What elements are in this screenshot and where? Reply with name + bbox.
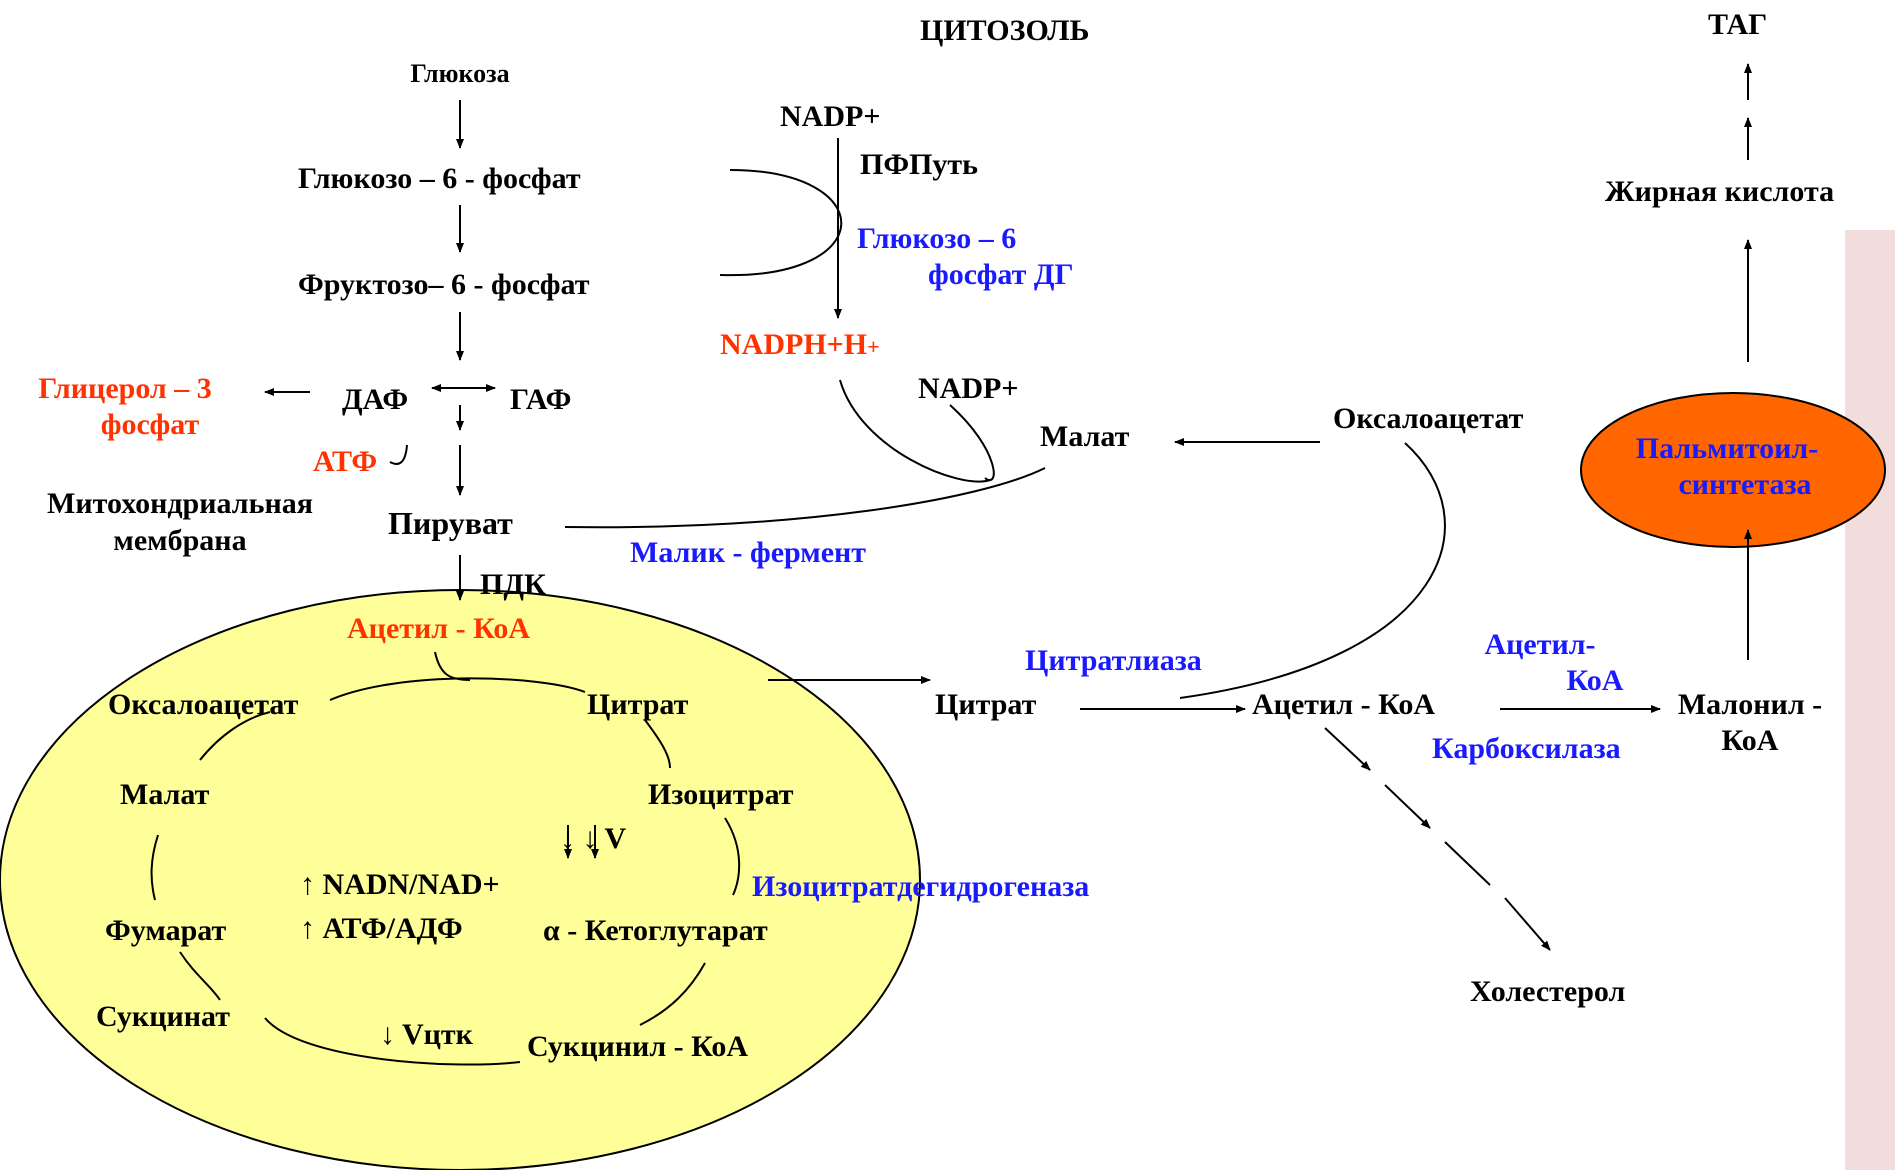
- malonyl-label-line1: Малонил -: [1677, 688, 1823, 721]
- cytosol-label: ЦИТОЗОЛЬ: [920, 14, 1090, 47]
- oxaloacetate-cytosol-label: Оксалоацетат: [1333, 402, 1524, 435]
- tca-fumarate-label: Фумарат: [105, 914, 227, 947]
- tca-succinylcoa-label: Сукцинил - КоА: [527, 1030, 749, 1063]
- tca-malate-label: Малат: [120, 778, 210, 811]
- tca-akg-label: α - Кетоглутарат: [543, 914, 768, 947]
- curve-acetyl-entry: [434, 651, 471, 681]
- acetyl-coa-cytosol-label: Ацетил - КоА: [1252, 688, 1436, 721]
- tca-nadh-ratio-label: ↑ NADN/NAD+: [300, 868, 500, 901]
- glycerol3p-label-line1: Глицерол – 3: [38, 372, 212, 405]
- nadph-label: NADPH+H+: [720, 328, 880, 361]
- decorative-right-edge: [1845, 230, 1895, 1170]
- mito-membrane-line1: Митохондриальная: [47, 487, 313, 520]
- tca-isocitrate-label: Изоцитрат: [648, 778, 794, 811]
- arc-akg-succinylcoa: [639, 962, 706, 1026]
- g6pdh-label-line1: Глюкозо – 6: [857, 222, 1017, 255]
- tca-succinate-label: Сукцинат: [96, 1000, 231, 1033]
- mito-membrane-line2: мембрана: [113, 524, 247, 557]
- arrow-chol-seg1: [1324, 727, 1371, 771]
- nadph-sub: +: [867, 334, 880, 359]
- daf-label: ДАФ: [342, 383, 409, 416]
- pdk-label: ПДК: [480, 568, 546, 601]
- f6p-label: Фруктозо– 6 - фосфат: [298, 268, 590, 301]
- tca-icdh-label: Изоцитратдегидрогеназа: [752, 870, 1090, 903]
- arrow-chol-seg2: [1384, 784, 1431, 829]
- tca-v-down-label: ↓ ↓ V: [560, 822, 627, 855]
- arc-malate-oxaloacetate: [199, 711, 271, 761]
- malate-cytosol-label: Малат: [1040, 420, 1130, 453]
- nadph-text: NADPH+H: [720, 328, 868, 361]
- arc-citrate-isocitrate: [644, 719, 671, 769]
- synthase-label-line2: синтетаза: [1678, 468, 1812, 501]
- citrate-lyase-label: Цитратлиаза: [1025, 644, 1202, 677]
- tca-citrate-label: Цитрат: [587, 688, 689, 721]
- arrow-chol-seg4: [1504, 897, 1551, 951]
- tag-label: ТАГ: [1708, 8, 1768, 41]
- citrate-cytosol-label: Цитрат: [935, 688, 1037, 721]
- glucose-label: Глюкоза: [410, 59, 510, 88]
- synthase-label-line1: Пальмитоил-: [1635, 432, 1819, 465]
- carboxylase-label: Карбоксилаза: [1432, 732, 1621, 765]
- arc-fumarate-succinate: [179, 951, 221, 1001]
- acc-label-line2: КоА: [1566, 664, 1624, 697]
- malonyl-label-line2: КоА: [1721, 724, 1779, 757]
- arc-malate-fumarate: [150, 834, 159, 901]
- tca-atp-ratio-label: ↑ АТФ/АДФ: [300, 912, 463, 945]
- arc-isocitrate-akg: [724, 817, 741, 896]
- glycerol3p-label-line2: фосфат: [100, 408, 200, 441]
- curve-nadph-malate: [839, 379, 991, 483]
- arc-oxaloacetate-citrate: [329, 677, 586, 701]
- curve-g6p-ppp: [719, 169, 843, 277]
- tca-vtca-label: ↓ Vцтк: [380, 1018, 473, 1051]
- arc-succinate-succinylcoa: [264, 1017, 521, 1066]
- tca-oxaloacetate-label: Оксалоацетат: [108, 688, 299, 721]
- cholesterol-label: Холестерол: [1470, 975, 1626, 1008]
- acc-label-line1: Ацетил-: [1484, 628, 1596, 661]
- line-malate-pyruvate: [564, 467, 1046, 529]
- malic-enzyme-label: Малик - фермент: [630, 536, 867, 569]
- g6p-label: Глюкозо – 6 - фосфат: [298, 162, 581, 195]
- g6pdh-label-line2: фосфат ДГ: [928, 258, 1074, 291]
- curve-oxaloacetate-citrate: [1179, 442, 1446, 699]
- curve-atf: [389, 444, 408, 465]
- fatty-acid-label: Жирная кислота: [1605, 175, 1835, 208]
- pyruvate-label: Пируват: [388, 505, 513, 541]
- curve-nadp-second: [949, 404, 995, 481]
- gaf-label: ГАФ: [510, 383, 572, 416]
- nadp-second-label: NADP+: [918, 372, 1019, 405]
- arrow-chol-seg3: [1444, 841, 1491, 886]
- acetyl-coa-mito-label: Ацетил - КоА: [347, 612, 531, 645]
- atf-label: АТФ: [313, 445, 378, 478]
- ppp-label: ПФПуть: [860, 148, 979, 181]
- nadp-top-label: NADP+: [780, 100, 881, 133]
- palmitoyl-synthase-ellipse: [1580, 392, 1886, 548]
